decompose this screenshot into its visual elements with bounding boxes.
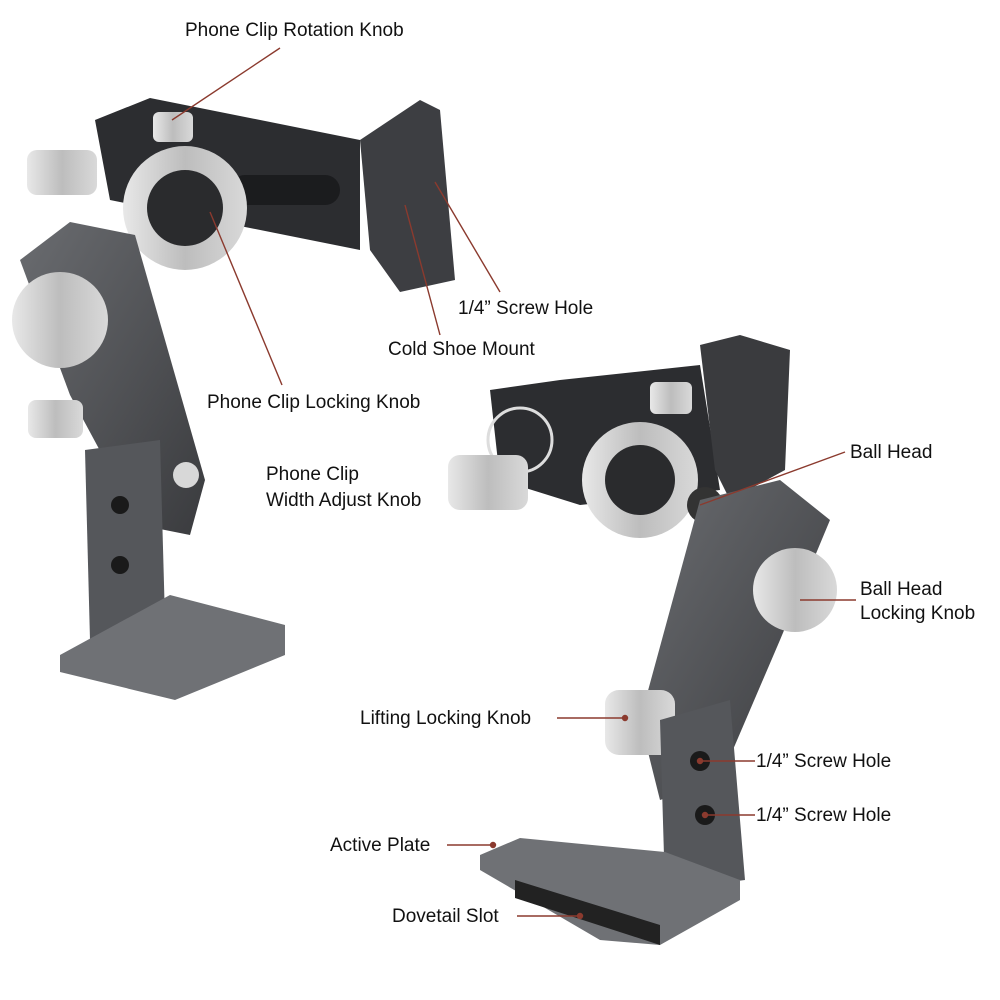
label-active-plate: Active Plate	[330, 835, 431, 856]
label-rotation-knob: Phone Clip Rotation Knob	[185, 20, 404, 41]
dovetail-slot	[515, 880, 660, 945]
left-lifting-knob	[28, 400, 83, 438]
leader-screw-hole-top	[434, 181, 501, 293]
left-post	[85, 440, 165, 640]
label-screw-hole-top: 1/4” Screw Hole	[458, 298, 594, 319]
leader-ball-head	[699, 451, 846, 506]
label-width-adjust-line1: Phone Clip	[266, 464, 359, 485]
left-rotation-knob	[153, 112, 193, 142]
right-width-knob	[448, 455, 528, 510]
leader-lines	[171, 47, 856, 920]
label-ball-head: Ball Head	[850, 442, 933, 463]
leader-rotation-knob	[171, 47, 281, 121]
ball-head-locking-knob	[753, 548, 837, 632]
right-post	[660, 700, 745, 890]
right-rotation-knob	[650, 382, 692, 414]
right-mount	[448, 335, 837, 945]
active-plate	[480, 838, 740, 945]
left-mount	[12, 98, 455, 700]
label-screw-hole-2: 1/4” Screw Hole	[756, 805, 892, 826]
label-clip-locking-knob: Phone Clip Locking Knob	[207, 392, 421, 413]
leader-clip-locking-knob	[209, 211, 283, 386]
label-ball-head-locking-line1: Ball Head	[860, 579, 943, 600]
right-clip-jaw	[700, 335, 790, 500]
label-screw-hole-1: 1/4” Screw Hole	[756, 751, 892, 772]
left-clip-slot	[230, 175, 340, 205]
left-locking-knob	[12, 272, 108, 368]
label-ball-head-locking-line2: Locking Knob	[860, 603, 976, 624]
left-clip-jaw	[360, 100, 455, 292]
leader-cold-shoe	[404, 204, 441, 336]
label-width-adjust-line2: Width Adjust Knob	[266, 490, 422, 511]
label-dovetail-slot: Dovetail Slot	[392, 906, 499, 927]
lifting-locking-knob	[605, 690, 675, 755]
left-width-knob	[27, 150, 97, 195]
label-cold-shoe: Cold Shoe Mount	[388, 339, 535, 360]
label-lifting-knob: Lifting Locking Knob	[360, 708, 532, 729]
left-base-plate	[60, 595, 285, 700]
